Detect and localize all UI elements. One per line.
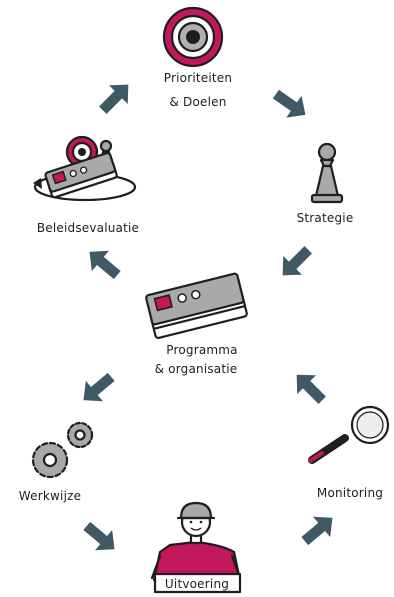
uitvoering-label: Uitvoering: [165, 577, 229, 591]
arrow-strategie-to-programma: [281, 243, 315, 277]
arrow-prioriteiten-to-strategie: [270, 87, 308, 120]
arrow-programma-to-werkwijze: [81, 370, 117, 403]
monitoring-label: Monitoring: [317, 486, 383, 500]
arrow-programma-to-evaluatie: [87, 249, 123, 282]
documents-icon: [145, 272, 248, 339]
target-chess-documents-icon: [33, 135, 137, 202]
arrow-monitoring-to-programma: [295, 373, 329, 407]
magnifier-icon: [308, 405, 390, 464]
arrow-uitvoering-to-monitoring: [299, 515, 335, 548]
prioriteiten-label-line2: & Doelen: [169, 95, 226, 109]
beleidsevaluatie-label: Beleidsevaluatie: [37, 221, 139, 235]
chess-pawn-icon: [310, 142, 344, 204]
strategie-label: Strategie: [297, 211, 354, 225]
werkwijze-label: Werkwijze: [19, 489, 81, 503]
gears-icon: [31, 421, 94, 479]
person-helmet-icon: [150, 501, 242, 582]
prioriteiten-label-line1: Prioriteiten: [164, 71, 232, 85]
uitvoering-sign: [153, 572, 242, 594]
target-icon: [162, 6, 224, 68]
programma-label-line2: & organisatie: [155, 362, 238, 376]
arrow-evaluatie-to-prioriteiten: [96, 83, 130, 117]
arrow-werkwijze-to-uitvoering: [81, 519, 117, 552]
programma-label-line1: Programma: [166, 343, 237, 357]
